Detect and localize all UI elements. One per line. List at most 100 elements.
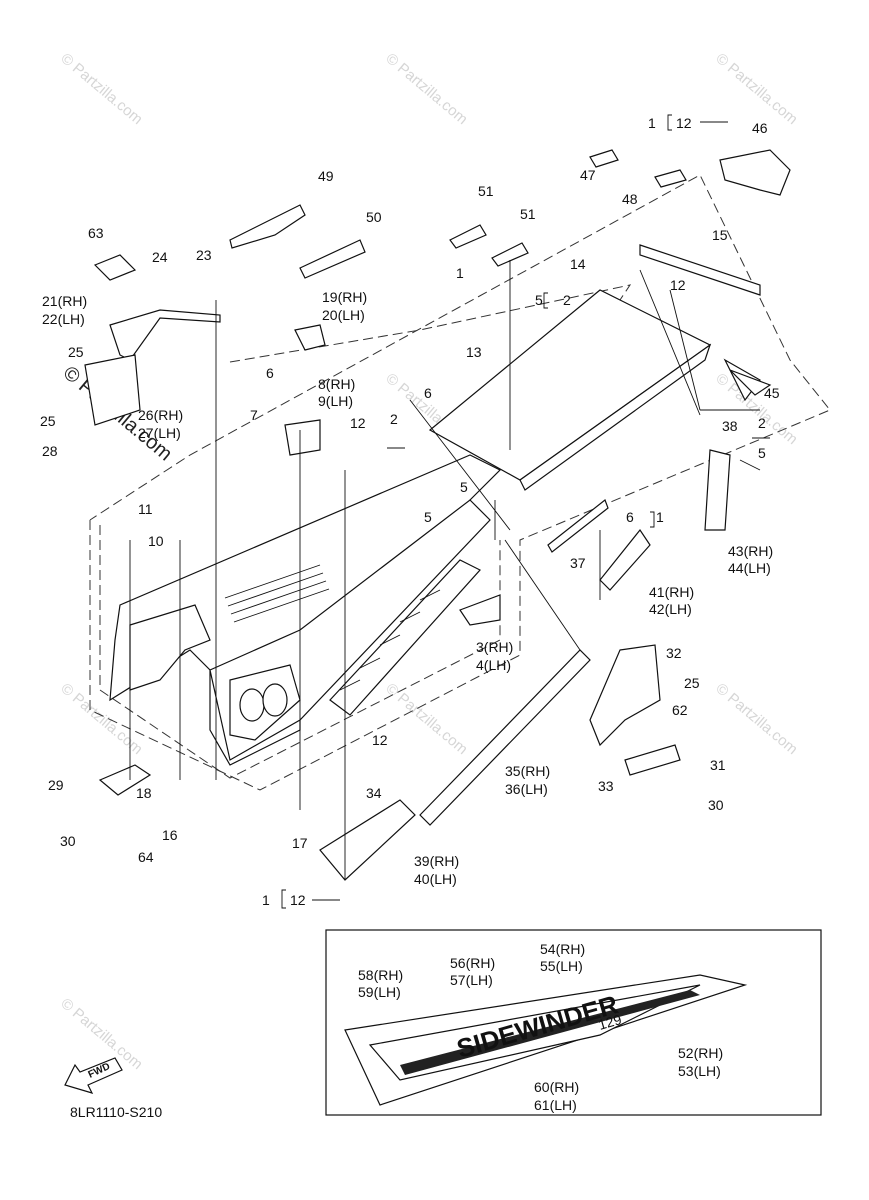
rod-35: [419, 649, 591, 826]
watermark: © Partzilla.com: [382, 50, 470, 128]
callout-label: 14: [570, 256, 586, 272]
group-brackets: [281, 114, 770, 909]
callout-label: 17: [292, 835, 308, 851]
callout-label: 52(RH): [678, 1045, 723, 1061]
callout-label: 50: [366, 209, 382, 225]
callout-label: 45: [764, 385, 780, 401]
callout-label: 1: [262, 892, 270, 908]
callout-label: 2: [390, 411, 398, 427]
tunnel-vent-slots: [224, 564, 330, 623]
callout-label: 28: [42, 443, 58, 459]
callout-label: 44(LH): [728, 560, 771, 576]
callout-label: 6: [424, 385, 432, 401]
callout-label: 29: [48, 777, 64, 793]
callout-label: 12: [670, 277, 686, 293]
watermark: © Partzilla.com: [712, 50, 800, 128]
rail-37: [547, 499, 609, 553]
callout-label: 2: [758, 415, 766, 431]
step-29: [98, 764, 152, 796]
callout-label: 53(LH): [678, 1063, 721, 1079]
callout-label: 34: [366, 785, 382, 801]
callout-label: 54(RH): [540, 941, 585, 957]
callout-label: 12: [290, 892, 306, 908]
callout-label: 20(LH): [322, 307, 365, 323]
callout-label: 5: [460, 479, 468, 495]
callout-label: 13: [466, 344, 482, 360]
callout-label: 42(LH): [649, 601, 692, 617]
callout-label: 12: [372, 732, 388, 748]
callout-label: 51: [520, 206, 536, 222]
callout-label: 36(LH): [505, 781, 548, 797]
pad-51b: [491, 242, 529, 267]
callout-label: 6: [266, 365, 274, 381]
callout-label: 8(RH): [318, 376, 355, 392]
callout-label: 30: [60, 833, 76, 849]
callout-label: 10: [148, 533, 164, 549]
callout-label: 6: [626, 509, 634, 525]
callout-label: 60(RH): [534, 1079, 579, 1095]
tunnel-frame: [109, 454, 502, 766]
callout-label: 26(RH): [138, 407, 183, 423]
watermark: © Partzilla.com: [57, 995, 145, 1073]
callout-label: 5: [535, 292, 543, 308]
callout-label: 30: [708, 797, 724, 813]
callout-label: 21(RH): [42, 293, 87, 309]
callout-label: 2: [563, 292, 571, 308]
callout-label: 25: [40, 413, 56, 429]
callout-label: 46: [752, 120, 768, 136]
callout-label: 25: [68, 344, 84, 360]
bracket-26: [84, 354, 141, 426]
callout-label: 3(RH): [476, 639, 513, 655]
callout-label: 7: [250, 407, 258, 423]
callout-label: 64: [138, 849, 154, 865]
watermark: © Partzilla.com: [57, 50, 145, 128]
plate-3: [459, 594, 501, 626]
bracket-46: [719, 149, 791, 196]
callout-label: 49: [318, 168, 334, 184]
assembly-outlines: [89, 174, 831, 791]
callout-label: 18: [136, 785, 152, 801]
callout-label: 37: [570, 555, 586, 571]
bar-21: [109, 309, 221, 361]
pad-47: [589, 149, 619, 168]
watermark: © Partzilla.com: [712, 680, 800, 758]
leader-lines: [129, 260, 761, 880]
callout-label: 1: [656, 509, 664, 525]
callout-label: 63: [88, 225, 104, 241]
callout-label: 11: [138, 501, 153, 517]
fwd-arrow: FWD: [64, 1057, 123, 1094]
cap-63: [93, 254, 137, 281]
callout-label: 5: [424, 509, 432, 525]
callout-label: 48: [622, 191, 638, 207]
callout-label: 33: [598, 778, 614, 794]
callout-label: 27(LH): [138, 425, 181, 441]
pad-50: [299, 239, 366, 279]
callout-label: 56(RH): [450, 955, 495, 971]
callout-label: 9(LH): [318, 393, 353, 409]
callout-label: 24: [152, 249, 168, 265]
watermark: © Partzilla.com: [57, 680, 145, 758]
bracket-8: [284, 419, 321, 456]
callout-label: 62: [672, 702, 688, 718]
rear-panel: [428, 244, 761, 491]
callout-label: 5: [758, 445, 766, 461]
pad-51a: [449, 224, 487, 249]
callout-label: 41(RH): [649, 584, 694, 600]
callout-label: 31: [710, 757, 726, 773]
pad-48: [654, 169, 687, 188]
callout-label: 15: [712, 227, 728, 243]
callout-label: 47: [580, 167, 596, 183]
bracket-32: [589, 644, 661, 747]
callout-label: 12: [350, 415, 366, 431]
plate-41: [599, 528, 651, 591]
step-31: [624, 744, 681, 776]
callout-label: 35(RH): [505, 763, 550, 779]
callout-label: 43(RH): [728, 543, 773, 559]
callout-label: 59(LH): [358, 984, 401, 1000]
callout-label: 32: [666, 645, 682, 661]
callout-label: 22(LH): [42, 311, 85, 327]
callout-label: 23: [196, 247, 212, 263]
callout-label: 39(RH): [414, 853, 459, 869]
